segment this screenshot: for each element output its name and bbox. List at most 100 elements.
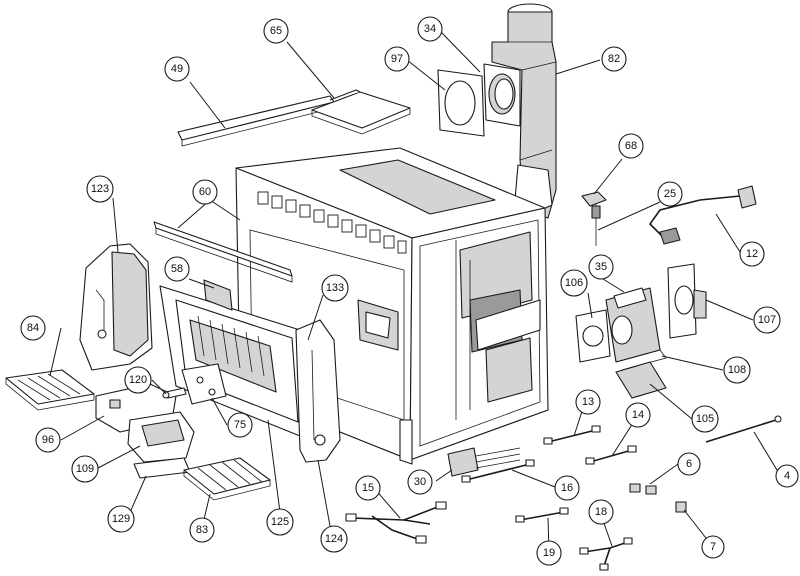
gasket-106 xyxy=(575,309,611,363)
callout-84: 84 xyxy=(20,315,46,341)
chassis-vent-slots xyxy=(257,191,407,254)
callout-18: 18 xyxy=(588,499,614,525)
callout-107: 107 xyxy=(753,306,781,334)
callout-label: 120 xyxy=(129,374,147,386)
callout-label: 49 xyxy=(171,63,183,75)
callout-124: 124 xyxy=(320,525,348,553)
callout-label: 68 xyxy=(625,140,637,152)
callout-96: 96 xyxy=(35,427,61,453)
wire-16 xyxy=(461,459,535,483)
callout-label: 84 xyxy=(27,322,39,334)
ash-tray-84 xyxy=(5,369,95,411)
part-7 xyxy=(675,501,687,513)
flue-gasket-97 xyxy=(437,69,485,137)
callout-109: 109 xyxy=(71,455,99,483)
callout-label: 133 xyxy=(326,282,344,294)
callout-49: 49 xyxy=(164,56,190,82)
callout-label: 15 xyxy=(362,482,374,494)
leader-lines xyxy=(49,30,781,553)
callout-label: 107 xyxy=(758,314,776,326)
connectors-6 xyxy=(629,483,657,495)
callout-30: 30 xyxy=(407,469,433,495)
callout-15: 15 xyxy=(355,475,381,501)
callout-34: 34 xyxy=(417,16,443,42)
callout-label: 14 xyxy=(632,409,644,421)
pin-120 xyxy=(162,387,187,399)
callout-label: 82 xyxy=(608,53,620,65)
callout-label: 108 xyxy=(728,364,746,376)
burn-pot-109 xyxy=(127,411,195,463)
callout-65: 65 xyxy=(263,18,289,44)
callout-label: 18 xyxy=(595,506,607,518)
cover-plate-105 xyxy=(615,361,667,399)
power-cord-12 xyxy=(648,185,757,245)
callout-label: 109 xyxy=(76,463,94,475)
callout-label: 124 xyxy=(325,533,343,545)
callout-14: 14 xyxy=(625,402,651,428)
rod-4 xyxy=(705,415,782,443)
callout-label: 6 xyxy=(686,458,692,470)
callout-label: 35 xyxy=(595,261,607,273)
side-shield-123 xyxy=(79,243,153,371)
sensor-68 xyxy=(581,191,607,246)
callout-75: 75 xyxy=(227,412,253,438)
callout-25: 25 xyxy=(657,181,683,207)
grate-83 xyxy=(183,457,271,501)
callout-106: 106 xyxy=(560,269,588,297)
callout-label: 60 xyxy=(199,186,211,198)
callout-label: 65 xyxy=(270,25,282,37)
callout-123: 123 xyxy=(86,175,114,203)
flue-pipe-82 xyxy=(491,3,557,219)
callout-label: 30 xyxy=(414,476,426,488)
callout-label: 16 xyxy=(561,482,573,494)
callout-label: 75 xyxy=(234,419,246,431)
callout-6: 6 xyxy=(677,452,701,476)
wire-harness-15 xyxy=(345,501,447,544)
flue-flange-34 xyxy=(483,63,521,127)
callout-83: 83 xyxy=(189,517,215,543)
top-rail-49 xyxy=(177,95,335,147)
callout-label: 12 xyxy=(746,248,758,260)
callout-label: 19 xyxy=(543,547,555,559)
callout-108: 108 xyxy=(723,356,751,384)
front-panel-60 xyxy=(153,221,293,283)
callout-97: 97 xyxy=(384,46,410,72)
callout-label: 34 xyxy=(424,23,436,35)
door-latch-124 xyxy=(295,319,341,463)
top-cover-65 xyxy=(311,89,411,135)
callout-105: 105 xyxy=(691,405,719,433)
igniter-bracket-75 xyxy=(181,363,227,405)
wire-14 xyxy=(585,445,637,465)
callout-82: 82 xyxy=(601,46,627,72)
callout-58: 58 xyxy=(164,256,190,282)
callout-7: 7 xyxy=(701,535,725,559)
callout-label: 97 xyxy=(391,53,403,65)
wire-13 xyxy=(543,425,601,445)
bracket-58 xyxy=(203,279,233,311)
callout-16: 16 xyxy=(554,475,580,501)
callout-68: 68 xyxy=(618,133,644,159)
callout-label: 106 xyxy=(565,277,583,289)
callout-label: 7 xyxy=(710,541,716,553)
callout-label: 123 xyxy=(91,183,109,195)
callout-125: 125 xyxy=(266,508,294,536)
callout-label: 105 xyxy=(696,413,714,425)
callout-label: 4 xyxy=(784,470,790,482)
callout-133: 133 xyxy=(321,274,349,302)
callout-12: 12 xyxy=(739,241,765,267)
blower-plate-107 xyxy=(667,263,707,339)
wire-18 xyxy=(579,537,633,571)
callout-13: 13 xyxy=(575,389,601,415)
callout-19: 19 xyxy=(536,540,562,566)
wire-19 xyxy=(515,507,569,523)
blower-housing-35 xyxy=(605,287,661,363)
callout-label: 13 xyxy=(582,396,594,408)
callout-label: 129 xyxy=(112,513,130,525)
callout-label: 83 xyxy=(196,524,208,536)
callout-label: 58 xyxy=(171,263,183,275)
callout-label: 96 xyxy=(42,434,54,446)
terminal-block-30 xyxy=(447,447,521,477)
callout-4: 4 xyxy=(775,464,799,488)
